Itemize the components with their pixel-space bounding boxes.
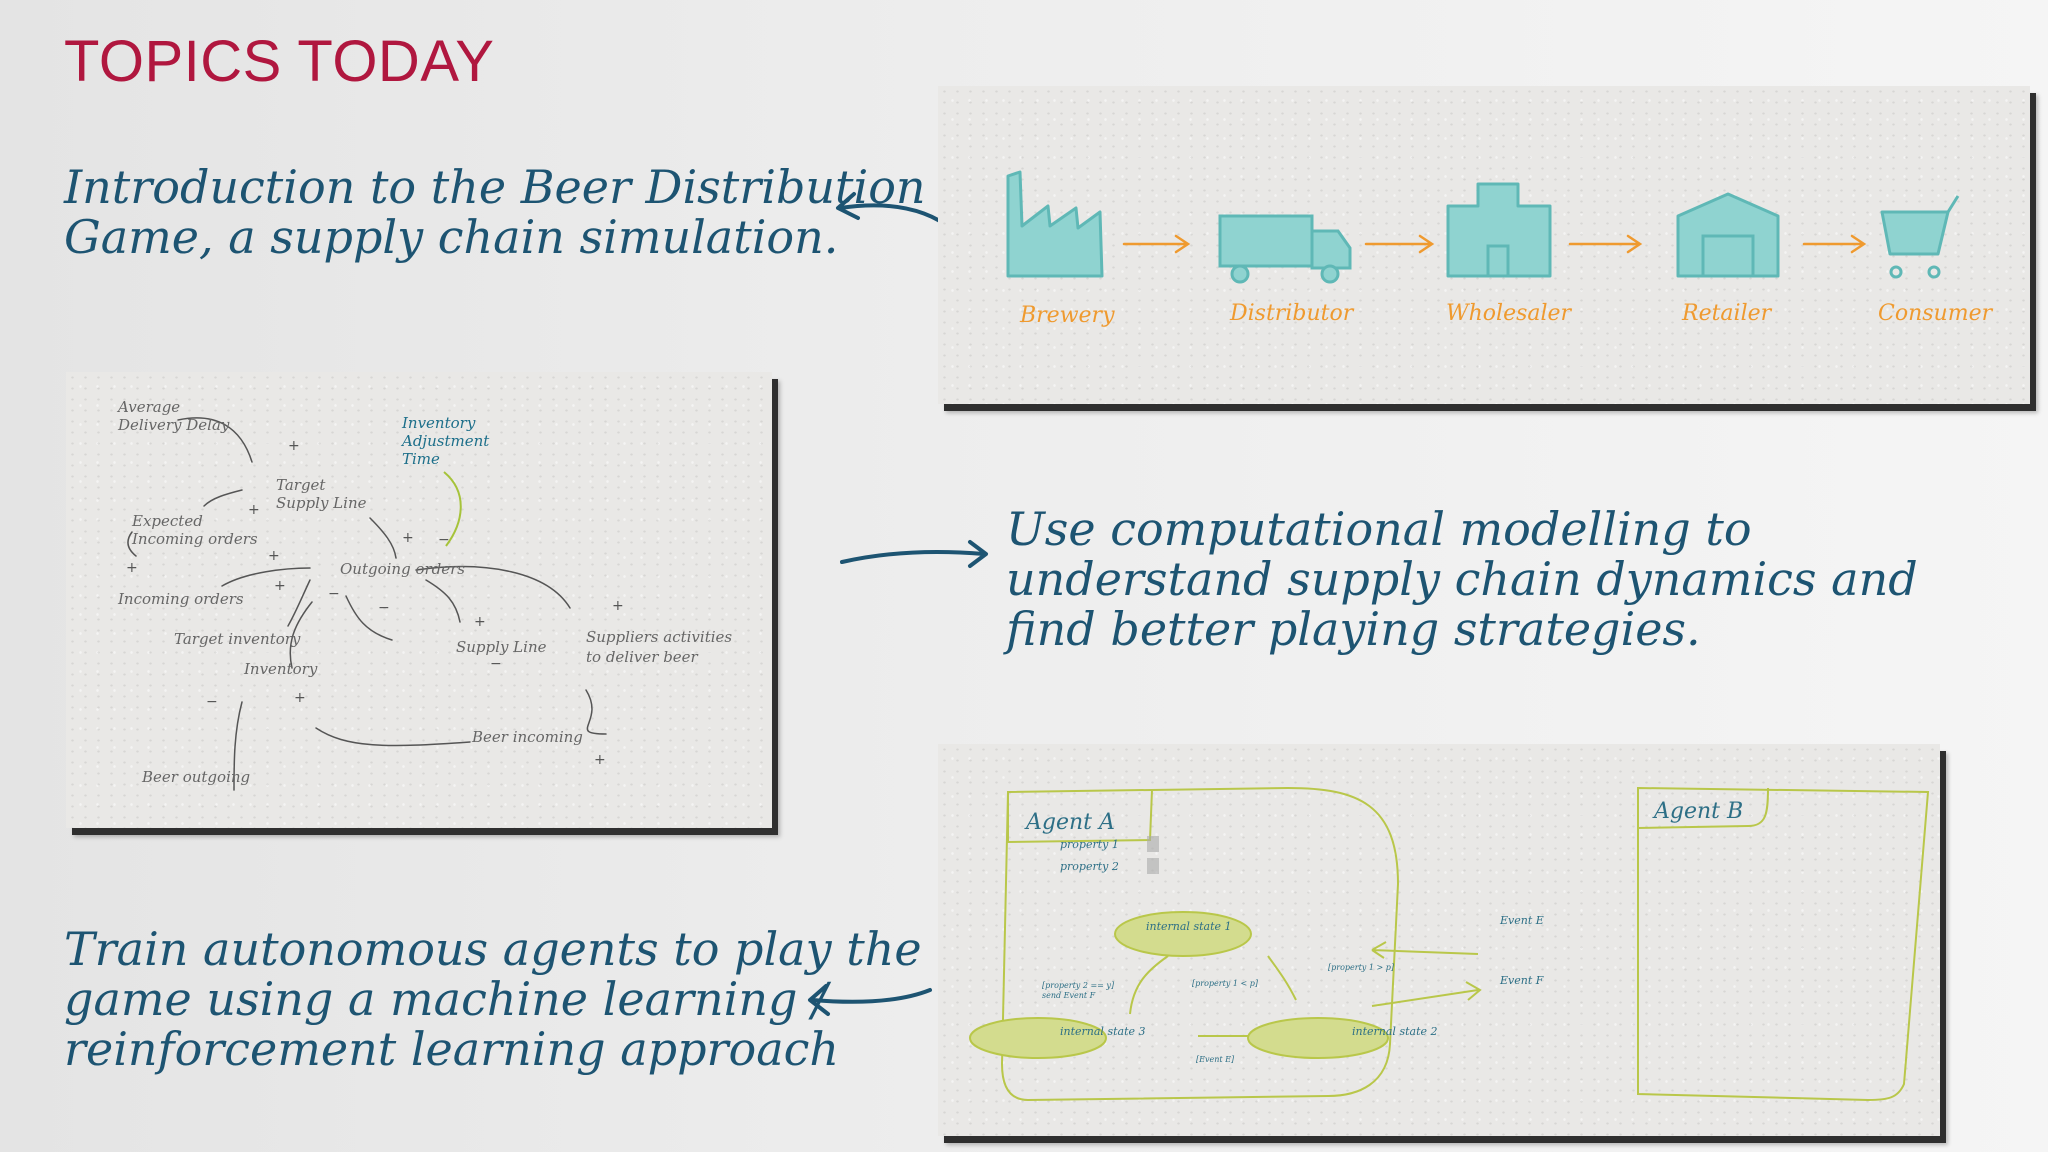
expected-incoming-orders-line-1: Expected bbox=[131, 512, 203, 530]
arrow-to-topic-3-icon bbox=[808, 984, 932, 1016]
svg-text:+: + bbox=[288, 438, 300, 454]
svg-text:+: + bbox=[126, 560, 138, 576]
svg-text:−: − bbox=[206, 694, 218, 710]
inventory-adjustment-time-line-2: Adjustment bbox=[400, 432, 490, 450]
topic-1-text: Introduction to the Beer Distribution Ga… bbox=[64, 162, 926, 262]
supply-line-label: Supply Line bbox=[456, 638, 547, 656]
svg-text:+: + bbox=[594, 752, 606, 768]
svg-text:−: − bbox=[328, 586, 340, 602]
svg-text:+: + bbox=[268, 548, 280, 564]
internal-state-2-label: internal state 2 bbox=[1352, 1025, 1438, 1038]
average-delivery-delay-line-1: Average bbox=[116, 398, 180, 416]
internal-state-3-label: internal state 3 bbox=[1060, 1025, 1146, 1038]
beer-outgoing-label: Beer outgoing bbox=[141, 768, 250, 786]
inventory-adjustment-time-line-1: Inventory bbox=[401, 414, 476, 432]
agent-diagram-card: Agent A Agent B property 1 property 2 in… bbox=[938, 744, 1940, 1136]
truck-icon bbox=[1218, 214, 1352, 284]
agent-a-label: Agent A bbox=[1024, 810, 1115, 835]
target-supply-line-line-2: Supply Line bbox=[276, 494, 367, 512]
outgoing-orders-label: Outgoing orders bbox=[340, 560, 465, 578]
warehouse-icon bbox=[1446, 182, 1552, 278]
stage-label-consumer: Consumer bbox=[1878, 301, 1994, 326]
target-inventory-label: Target inventory bbox=[174, 630, 301, 648]
suppliers-activities-line-2: to deliver beer bbox=[586, 648, 699, 666]
cart-icon bbox=[1880, 195, 1960, 279]
condition-property-1-greater: [property 1 > p] bbox=[1328, 963, 1395, 972]
event-e-label: Event E bbox=[1499, 914, 1544, 927]
stage-label-wholesaler: Wholesaler bbox=[1446, 301, 1573, 326]
causal-loop-card: Average Delivery Delay Inventory Adjustm… bbox=[66, 372, 772, 828]
condition-send-event-f: send Event F bbox=[1042, 991, 1096, 1000]
chain-arrows bbox=[1122, 234, 1867, 254]
stage-label-retailer: Retailer bbox=[1681, 301, 1773, 326]
stage-label-distributor: Distributor bbox=[1229, 301, 1355, 326]
svg-text:+: + bbox=[294, 690, 306, 706]
svg-text:+: + bbox=[248, 502, 260, 518]
property-2-label: property 2 bbox=[1060, 860, 1119, 873]
property-1-label: property 1 bbox=[1060, 838, 1119, 851]
condition-property-1-less: [property 1 < p] bbox=[1192, 979, 1259, 988]
svg-text:+: + bbox=[474, 614, 486, 630]
stage-label-brewery: Brewery bbox=[1019, 303, 1115, 328]
internal-state-1-label: internal state 1 bbox=[1146, 920, 1232, 933]
suppliers-activities-line-1: Suppliers activities bbox=[586, 628, 732, 646]
inventory-label: Inventory bbox=[243, 660, 318, 678]
svg-text:+: + bbox=[612, 598, 624, 614]
house-icon bbox=[1676, 192, 1780, 278]
agent-b-label: Agent B bbox=[1652, 799, 1743, 824]
topic-3-line-3: reinforcement learning approach bbox=[64, 1022, 840, 1076]
svg-text:+: + bbox=[402, 530, 414, 546]
average-delivery-delay-line-2: Delivery Delay bbox=[117, 416, 230, 434]
slide-title: TOPICS TODAY bbox=[64, 29, 495, 94]
event-f-label: Event F bbox=[1499, 974, 1544, 987]
topic-2-line-2: understand supply chain dynamics and bbox=[1006, 552, 1918, 606]
arrow-to-topic-2-icon bbox=[840, 540, 988, 568]
topic-2-text: Use computational modelling to understan… bbox=[1006, 504, 1918, 654]
target-supply-line-line-1: Target bbox=[276, 476, 326, 494]
topic-2-line-1: Use computational modelling to bbox=[1006, 502, 1752, 556]
supply-chain-card: Brewery Distributor Wholesaler Retailer … bbox=[938, 86, 2030, 404]
topic-1-line-1: Introduction to the Beer Distribution bbox=[64, 160, 926, 214]
topic-3-line-1: Train autonomous agents to play the bbox=[64, 922, 922, 976]
topic-3-text: Train autonomous agents to play the game… bbox=[64, 924, 922, 1074]
beer-incoming-label: Beer incoming bbox=[471, 728, 583, 746]
inventory-adjustment-time-line-3: Time bbox=[402, 450, 440, 468]
incoming-orders-label: Incoming orders bbox=[117, 590, 244, 608]
svg-text:+: + bbox=[274, 578, 286, 594]
factory-icon bbox=[1006, 170, 1104, 278]
topic-3-line-2: game using a machine learning / bbox=[64, 972, 828, 1026]
condition-property-2-equals: [property 2 == y] bbox=[1042, 981, 1115, 990]
topic-2-line-3: find better playing strategies. bbox=[1006, 602, 1701, 656]
svg-text:−: − bbox=[490, 656, 502, 672]
condition-event-e: [Event E] bbox=[1196, 1055, 1235, 1064]
svg-text:−: − bbox=[438, 532, 450, 548]
expected-incoming-orders-line-2: Incoming orders bbox=[131, 530, 258, 548]
svg-text:−: − bbox=[378, 600, 390, 616]
topic-1-line-2: Game, a supply chain simulation. bbox=[64, 210, 839, 264]
